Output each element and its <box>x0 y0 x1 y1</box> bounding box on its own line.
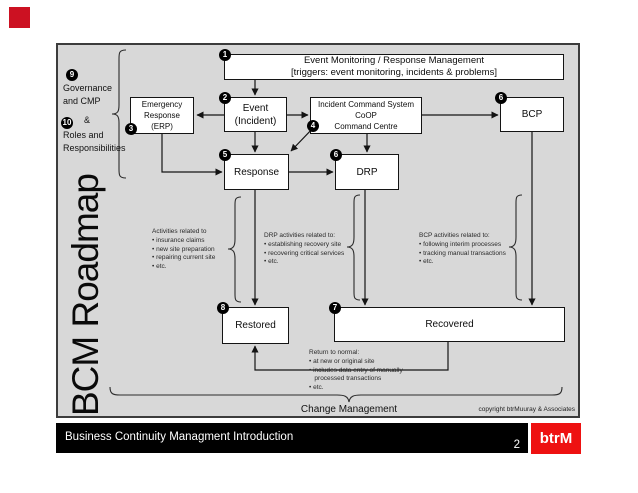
badge-3: 3 <box>125 123 137 135</box>
ics-line2: CoOP <box>355 111 377 120</box>
box-restored: Restored <box>222 307 289 344</box>
governance-line1: Governance <box>63 83 113 93</box>
btrm-logo: btrM <box>531 423 581 454</box>
box-event-monitoring: Event Monitoring / Response Management [… <box>224 54 564 80</box>
box-emergency-response: Emergency Response (ERP) <box>130 97 194 134</box>
response-label: Response <box>233 166 280 178</box>
note-item: • includes data entry of manually <box>309 366 403 374</box>
badge-7: 7 <box>329 302 341 314</box>
note-bcp-activities: BCP activities related to: • following i… <box>419 232 506 267</box>
recovered-label: Recovered <box>425 319 474 330</box>
note-item: processed transactions <box>309 375 382 383</box>
event-monitoring-line2: [triggers: event monitoring, incidents &… <box>291 67 497 78</box>
red-corner-marker <box>9 7 30 28</box>
note-return-to-normal: Return to normal: • at new or original s… <box>309 349 403 393</box>
footer-bar: Business Continuity Managment Introducti… <box>56 423 528 453</box>
page-number: 2 <box>513 439 520 451</box>
event-monitoring-line1: Event Monitoring / Response Management <box>303 54 485 66</box>
note-item: • etc. <box>152 263 167 271</box>
box-recovered: Recovered <box>334 307 565 342</box>
note-title: Activities related to <box>152 228 207 235</box>
badge-10: 10 <box>61 117 73 129</box>
erp-line1: Emergency <box>141 100 183 109</box>
note-item: • etc. <box>264 258 279 266</box>
drp-activities-brace <box>346 194 361 301</box>
bcp-label: BCP <box>521 109 543 120</box>
btrm-logo-text: btrM <box>539 430 573 447</box>
ics-line1: Incident Command System <box>317 100 415 109</box>
ampersand-label: & <box>84 115 91 125</box>
copyright-text: copyright btrMuuray & Associates <box>478 406 575 413</box>
note-title: DRP activities related to: <box>264 232 336 239</box>
change-management-label: Change Management <box>300 404 398 415</box>
restored-label: Restored <box>235 320 276 331</box>
note-item: • etc. <box>419 258 434 266</box>
box-drp: DRP <box>335 154 399 190</box>
note-item: • following interim processes <box>419 240 502 248</box>
diagram-connectors <box>109 49 563 403</box>
bcp-activities-brace <box>508 194 523 301</box>
note-drp-activities: DRP activities related to: • establishin… <box>264 232 344 267</box>
governance-label: Governance and CMP <box>63 82 112 108</box>
badge-4: 4 <box>307 120 319 132</box>
badge-2: 2 <box>219 92 231 104</box>
badge-6-drp: 6 <box>330 149 342 161</box>
slide-title-vertical: BCM Roadmap <box>65 174 106 416</box>
note-item: • repairing current site <box>152 254 216 262</box>
badge-1: 1 <box>219 49 231 61</box>
note-item: • establishing recovery site <box>264 240 342 248</box>
change-management-brace <box>109 386 563 403</box>
footer-title: Business Continuity Managment Introducti… <box>65 431 294 443</box>
badge-5: 5 <box>219 149 231 161</box>
box-incident-command: Incident Command System CoOP Command Cen… <box>310 97 422 134</box>
note-item: • insurance claims <box>152 236 205 244</box>
note-item: • tracking manual transactions <box>419 249 506 257</box>
note-item: • new site preparation <box>152 245 215 253</box>
box-response: Response <box>224 154 289 190</box>
box-event: Event (Incident) <box>224 97 287 132</box>
note-item: • at new or original site <box>309 357 375 365</box>
note-item: • etc. <box>309 384 324 392</box>
erp-line2: Response <box>143 111 181 120</box>
badge-9: 9 <box>66 69 78 81</box>
note-item: • recovering critical services <box>264 249 345 257</box>
roles-line2: Responsibilities <box>63 143 126 153</box>
roles-label: Roles and Responsibilities <box>63 129 126 155</box>
event-line2: (Incident) <box>234 115 277 127</box>
note-title: Return to normal: <box>309 349 360 356</box>
note-restore-activities: Activities related to • insurance claims… <box>152 228 215 272</box>
box-bcp: BCP <box>500 97 564 132</box>
restore-activities-brace <box>227 196 242 303</box>
erp-line3: (ERP) <box>151 122 173 131</box>
badge-8: 8 <box>217 302 229 314</box>
note-title: BCP activities related to: <box>419 232 490 239</box>
governance-line2: and CMP <box>63 96 101 106</box>
governance-brace <box>111 49 127 179</box>
event-line1: Event <box>242 102 269 114</box>
drp-label: DRP <box>356 166 378 178</box>
ics-line3: Command Centre <box>334 122 398 131</box>
slide-canvas: BCM Roadmap 9 Governance and CMP 10 & Ro… <box>56 43 580 418</box>
roles-line1: Roles and <box>63 130 104 140</box>
badge-6-bcp: 6 <box>495 92 507 104</box>
